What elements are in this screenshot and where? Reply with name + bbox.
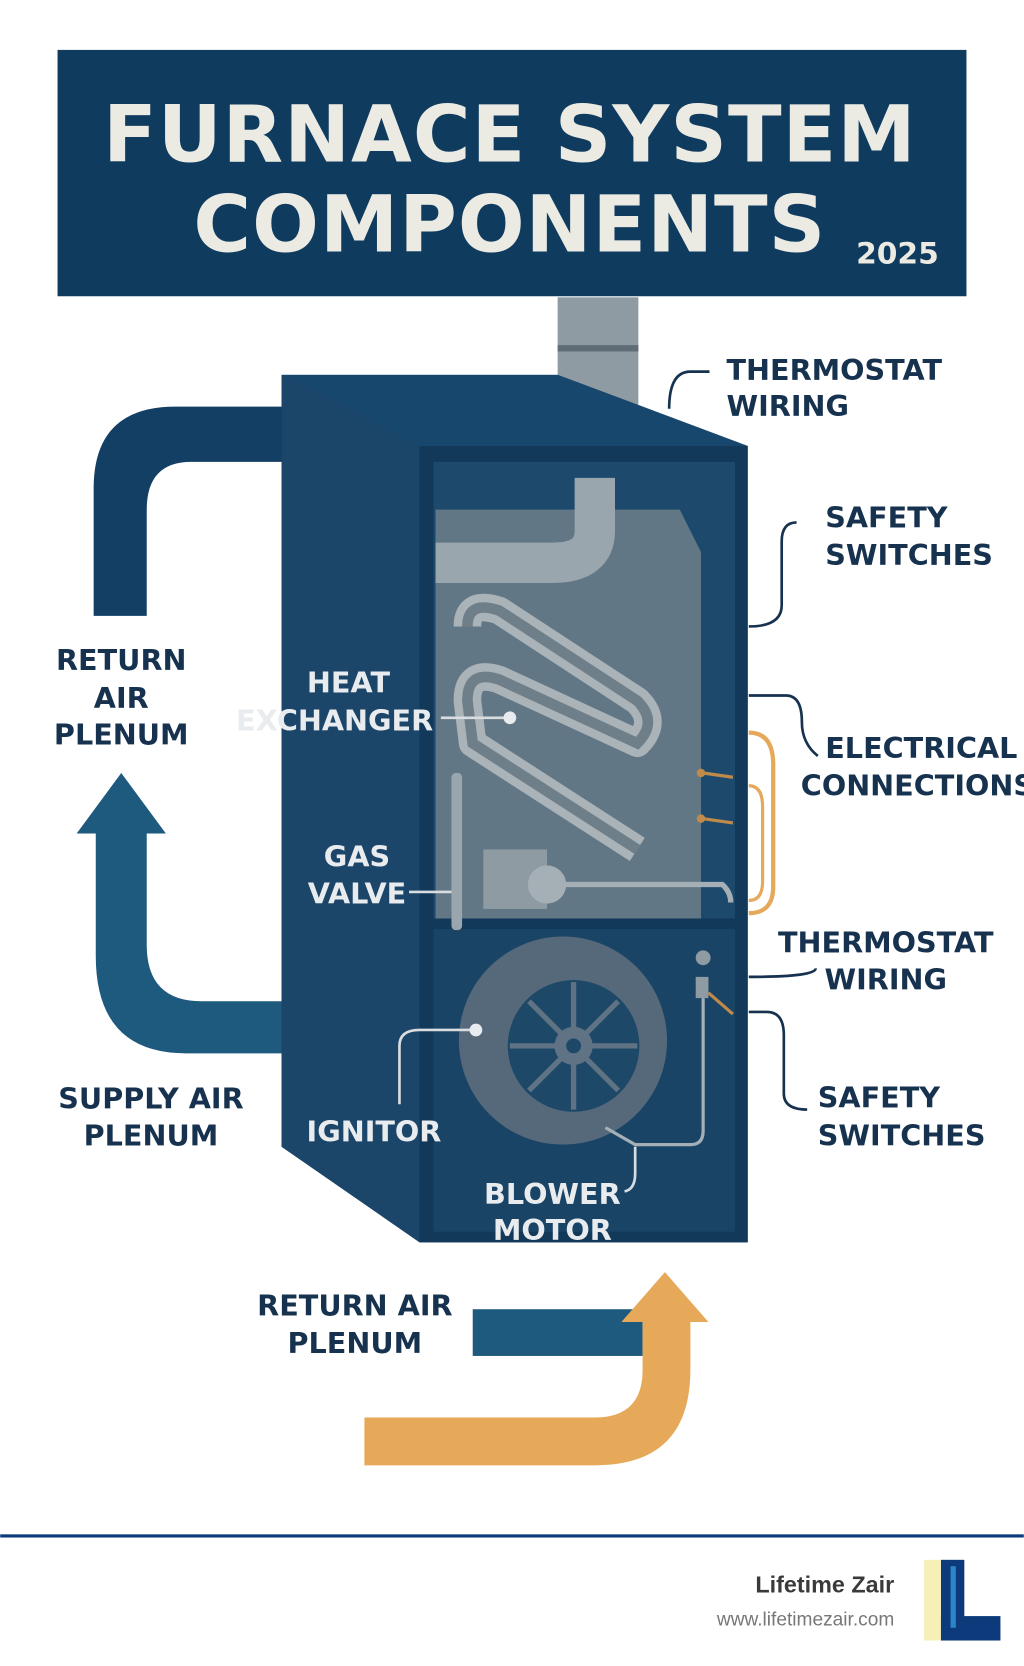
label-thermostat-wiring-bottom: THERMOSTAT WIRING bbox=[778, 925, 994, 996]
label-gas-valve: GAS VALVE bbox=[308, 839, 406, 910]
leader-safety-bottom bbox=[748, 1010, 808, 1111]
leader-blower bbox=[624, 1146, 637, 1193]
gas-valve bbox=[451, 773, 734, 931]
svg-text:SAFETY: SAFETY bbox=[818, 1080, 942, 1114]
footer-divider bbox=[0, 1534, 1024, 1538]
label-electrical-connections: ELECTRICAL CONNECTIONS bbox=[801, 731, 1024, 802]
svg-text:GAS: GAS bbox=[324, 839, 390, 873]
footer-brand: Lifetime Zair bbox=[755, 1572, 894, 1598]
label-supply-air-plenum: SUPPLY AIR PLENUM bbox=[58, 1082, 243, 1153]
label-blower-motor: BLOWER MOTOR bbox=[484, 1177, 621, 1247]
svg-text:VALVE: VALVE bbox=[308, 877, 406, 911]
label-safety-switches-top: SAFETY SWITCHES bbox=[825, 501, 993, 572]
svg-text:SWITCHES: SWITCHES bbox=[825, 538, 993, 572]
return-air-bar bbox=[472, 1309, 643, 1356]
svg-text:WIRING: WIRING bbox=[726, 389, 849, 423]
label-heat-exchanger: HEAT EXCHANGER bbox=[236, 665, 433, 737]
year-label: 2025 bbox=[856, 236, 939, 271]
supply-air-arrow bbox=[76, 773, 353, 1054]
label-thermostat-wiring-top: THERMOSTAT WIRING bbox=[726, 353, 942, 423]
footer-url[interactable]: www.lifetimezair.com bbox=[716, 1610, 894, 1631]
title-line-1: FURNACE SYSTEM bbox=[103, 88, 917, 180]
svg-text:CONNECTIONS: CONNECTIONS bbox=[801, 768, 1024, 802]
svg-text:HEAT: HEAT bbox=[307, 665, 391, 699]
svg-text:PLENUM: PLENUM bbox=[288, 1326, 423, 1360]
svg-text:EXCHANGER: EXCHANGER bbox=[236, 704, 433, 738]
leader-safety-top bbox=[748, 521, 797, 628]
svg-text:WIRING: WIRING bbox=[825, 963, 948, 997]
title-banner: FURNACE SYSTEM COMPONENTS 2025 bbox=[57, 49, 967, 297]
blower-motor bbox=[458, 936, 734, 1147]
title-line-2: COMPONENTS bbox=[193, 179, 826, 271]
brand-logo bbox=[923, 1559, 1001, 1641]
svg-text:THERMOSTAT: THERMOSTAT bbox=[778, 925, 994, 959]
leader-thermostat-top bbox=[667, 370, 710, 409]
svg-text:AIR: AIR bbox=[94, 681, 149, 715]
svg-text:SAFETY: SAFETY bbox=[825, 501, 949, 535]
return-air-orange-arrow bbox=[364, 1272, 709, 1466]
label-return-air-plenum-bottom: RETURN AIR PLENUM bbox=[257, 1289, 452, 1360]
svg-text:MOTOR: MOTOR bbox=[493, 1213, 612, 1247]
label-safety-switches-bottom: SAFETY SWITCHES bbox=[818, 1080, 986, 1152]
leader-ignitor bbox=[398, 1028, 473, 1105]
svg-text:SUPPLY AIR: SUPPLY AIR bbox=[58, 1082, 243, 1116]
svg-text:IGNITOR: IGNITOR bbox=[307, 1114, 442, 1148]
svg-text:RETURN AIR: RETURN AIR bbox=[257, 1289, 452, 1323]
leader-electrical bbox=[748, 694, 819, 758]
svg-text:RETURN: RETURN bbox=[56, 643, 187, 677]
svg-text:PLENUM: PLENUM bbox=[84, 1119, 219, 1153]
svg-text:THERMOSTAT: THERMOSTAT bbox=[726, 353, 942, 387]
svg-text:PLENUM: PLENUM bbox=[54, 717, 189, 751]
label-return-air-plenum-left: RETURN AIR PLENUM bbox=[54, 643, 189, 751]
svg-text:ELECTRICAL: ELECTRICAL bbox=[825, 731, 1017, 765]
electrical-wiring bbox=[696, 730, 776, 916]
svg-text:SWITCHES: SWITCHES bbox=[818, 1119, 986, 1153]
svg-text:BLOWER: BLOWER bbox=[484, 1177, 621, 1211]
label-ignitor: IGNITOR bbox=[307, 1114, 442, 1148]
leader-thermostat-bottom bbox=[748, 967, 818, 979]
heat-exchanger bbox=[435, 477, 702, 919]
